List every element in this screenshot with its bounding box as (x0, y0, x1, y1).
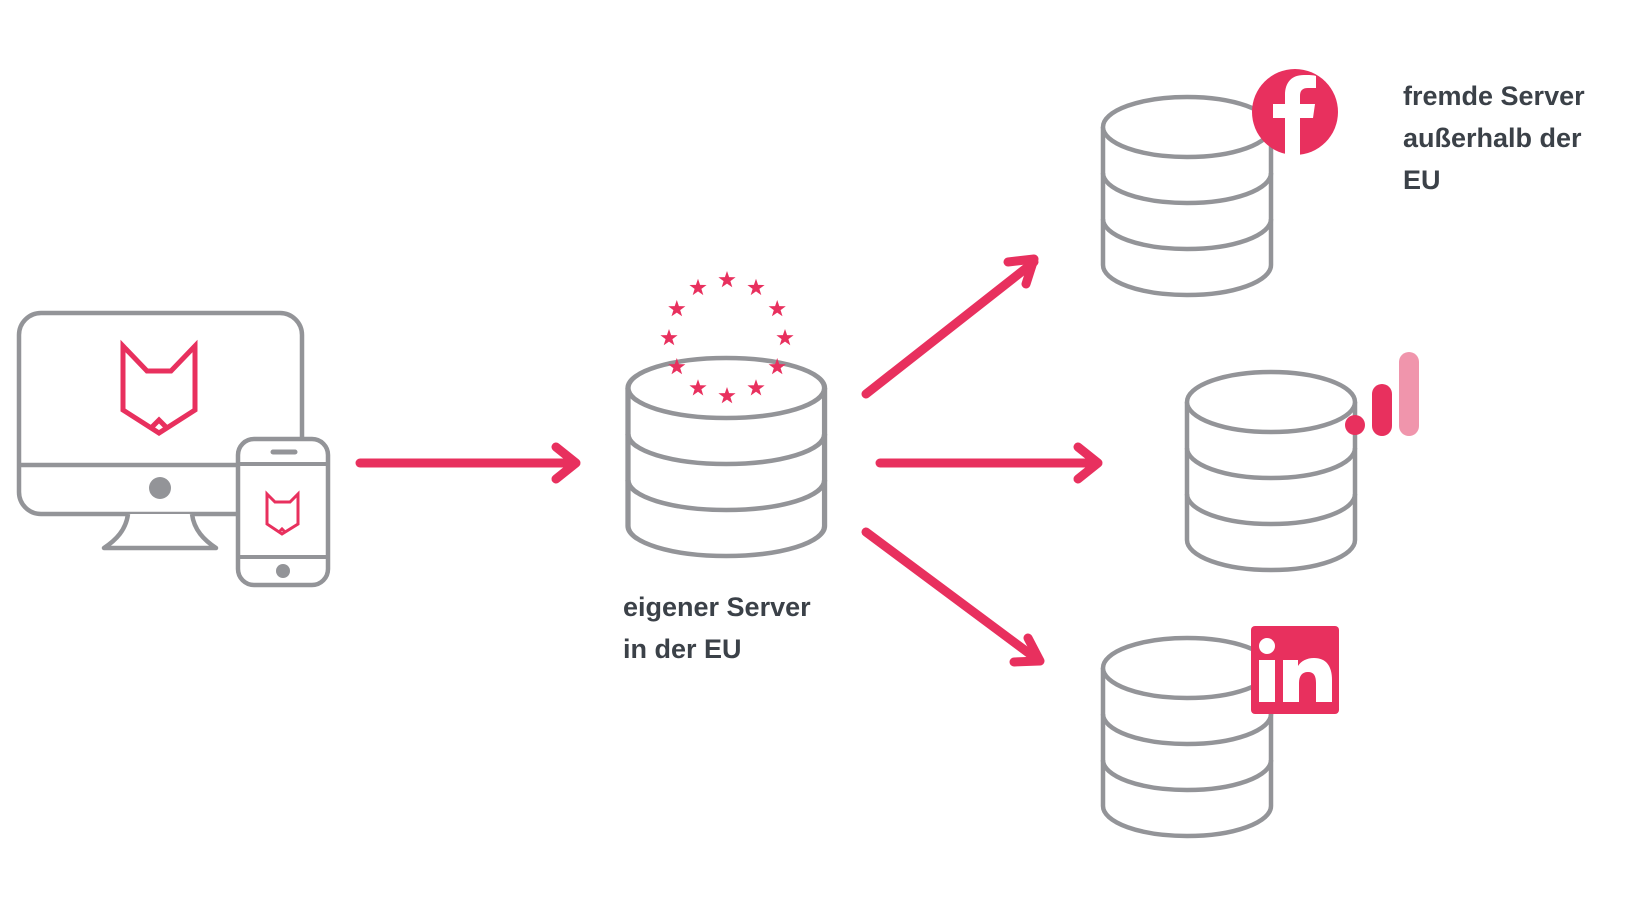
own-server-label-line-2: in der EU (623, 634, 742, 664)
foreign-server-facebook (1103, 69, 1338, 295)
eu-star (718, 271, 736, 288)
database-icon (628, 358, 825, 556)
arrow-to-linkedin-server (861, 527, 1045, 667)
foreign-server-analytics (1187, 352, 1419, 570)
database-icon (1187, 372, 1355, 570)
foreign-server-linkedin (1103, 626, 1339, 836)
foreign-servers-label: fremde Server außerhalb der EU (1403, 75, 1585, 201)
arrow-to-analytics-server (875, 442, 1103, 484)
facebook-icon (1252, 69, 1338, 155)
eu-star (747, 278, 765, 296)
foreign-servers-label-line-1: fremde Server (1403, 81, 1585, 111)
fox-logo-small-icon (265, 490, 300, 536)
arrow-to-facebook-server (861, 254, 1039, 399)
eu-star (668, 300, 686, 317)
database-icon (1103, 97, 1271, 295)
google-analytics-icon (1345, 352, 1419, 436)
eu-star (776, 329, 794, 346)
own-server-label-line-1: eigener Server (623, 592, 811, 622)
eu-star (660, 329, 678, 346)
monitor-icon (16, 310, 305, 551)
client-devices (16, 310, 331, 588)
eu-star (768, 300, 786, 317)
foreign-servers-label-line-3: EU (1403, 165, 1441, 195)
eu-star (689, 278, 707, 296)
database-icon (1103, 638, 1271, 836)
arrow-client-to-own-server (355, 442, 581, 484)
linkedin-icon (1251, 626, 1339, 714)
fox-logo-icon (120, 339, 198, 436)
smartphone-icon (235, 436, 331, 588)
foreign-servers-label-line-2: außerhalb der (1403, 123, 1582, 153)
own-server-label: eigener Server in der EU (623, 586, 811, 670)
own-server (628, 271, 825, 556)
